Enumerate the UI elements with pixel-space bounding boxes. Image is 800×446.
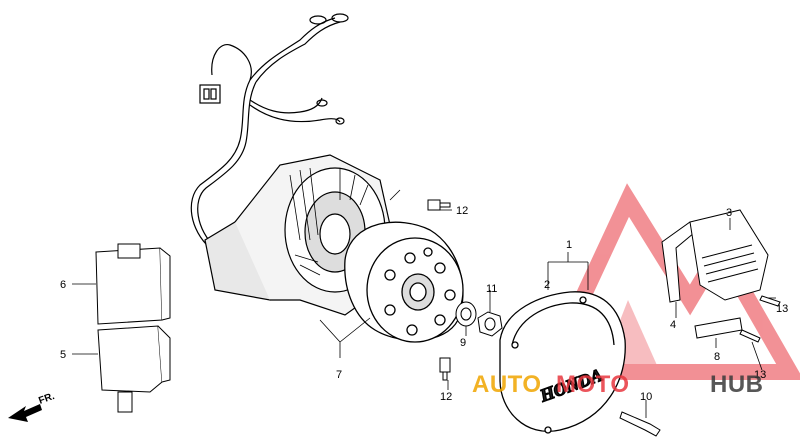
watermark-text: AUTO MOTO HUB [472,371,764,398]
bolt-13-lower [739,329,761,343]
callout-5: 5 [60,349,66,361]
bracket-8 [694,317,743,339]
front-direction-label: FR. [37,391,56,407]
callout-12-upper: 12 [456,205,468,217]
flywheel [344,221,464,343]
wire-harness [190,13,349,249]
bolt-13-upper [759,295,781,307]
callout-8: 8 [714,351,720,363]
callout-3: 3 [726,207,732,219]
callout-7: 7 [336,369,342,381]
callout-1: 1 [566,239,572,251]
bolt-12-upper [427,199,451,211]
callout-11: 11 [486,283,497,295]
watermark-hub: HUB [710,371,764,398]
callout-4: 4 [670,319,676,331]
callout-10: 10 [640,391,652,403]
callout-9: 9 [460,337,466,349]
guard-plate-3 [689,209,769,301]
washer-9 [455,301,477,327]
front-direction-arrow: FR. [8,391,56,422]
callout-13-lower: 13 [754,369,766,381]
callout-6: 6 [60,279,66,291]
rubber-cover-5 [97,325,171,413]
bolt-10 [619,411,661,437]
callout-12-lower: 12 [440,391,452,403]
left-crankcase-cover: HONDA [499,291,626,434]
callout-13-upper: 13 [776,303,788,315]
bolt-12-lower [439,357,451,381]
cdi-unit-6 [95,243,171,325]
leader-lines [72,189,776,418]
nut-11 [477,311,503,337]
watermark-auto: AUTO [472,371,542,398]
callout-2: 2 [544,279,550,291]
callout-labels: 1 2 3 4 5 6 7 8 9 10 11 12 12 13 13 [60,205,788,403]
watermark-moto: MOTO [556,371,630,398]
